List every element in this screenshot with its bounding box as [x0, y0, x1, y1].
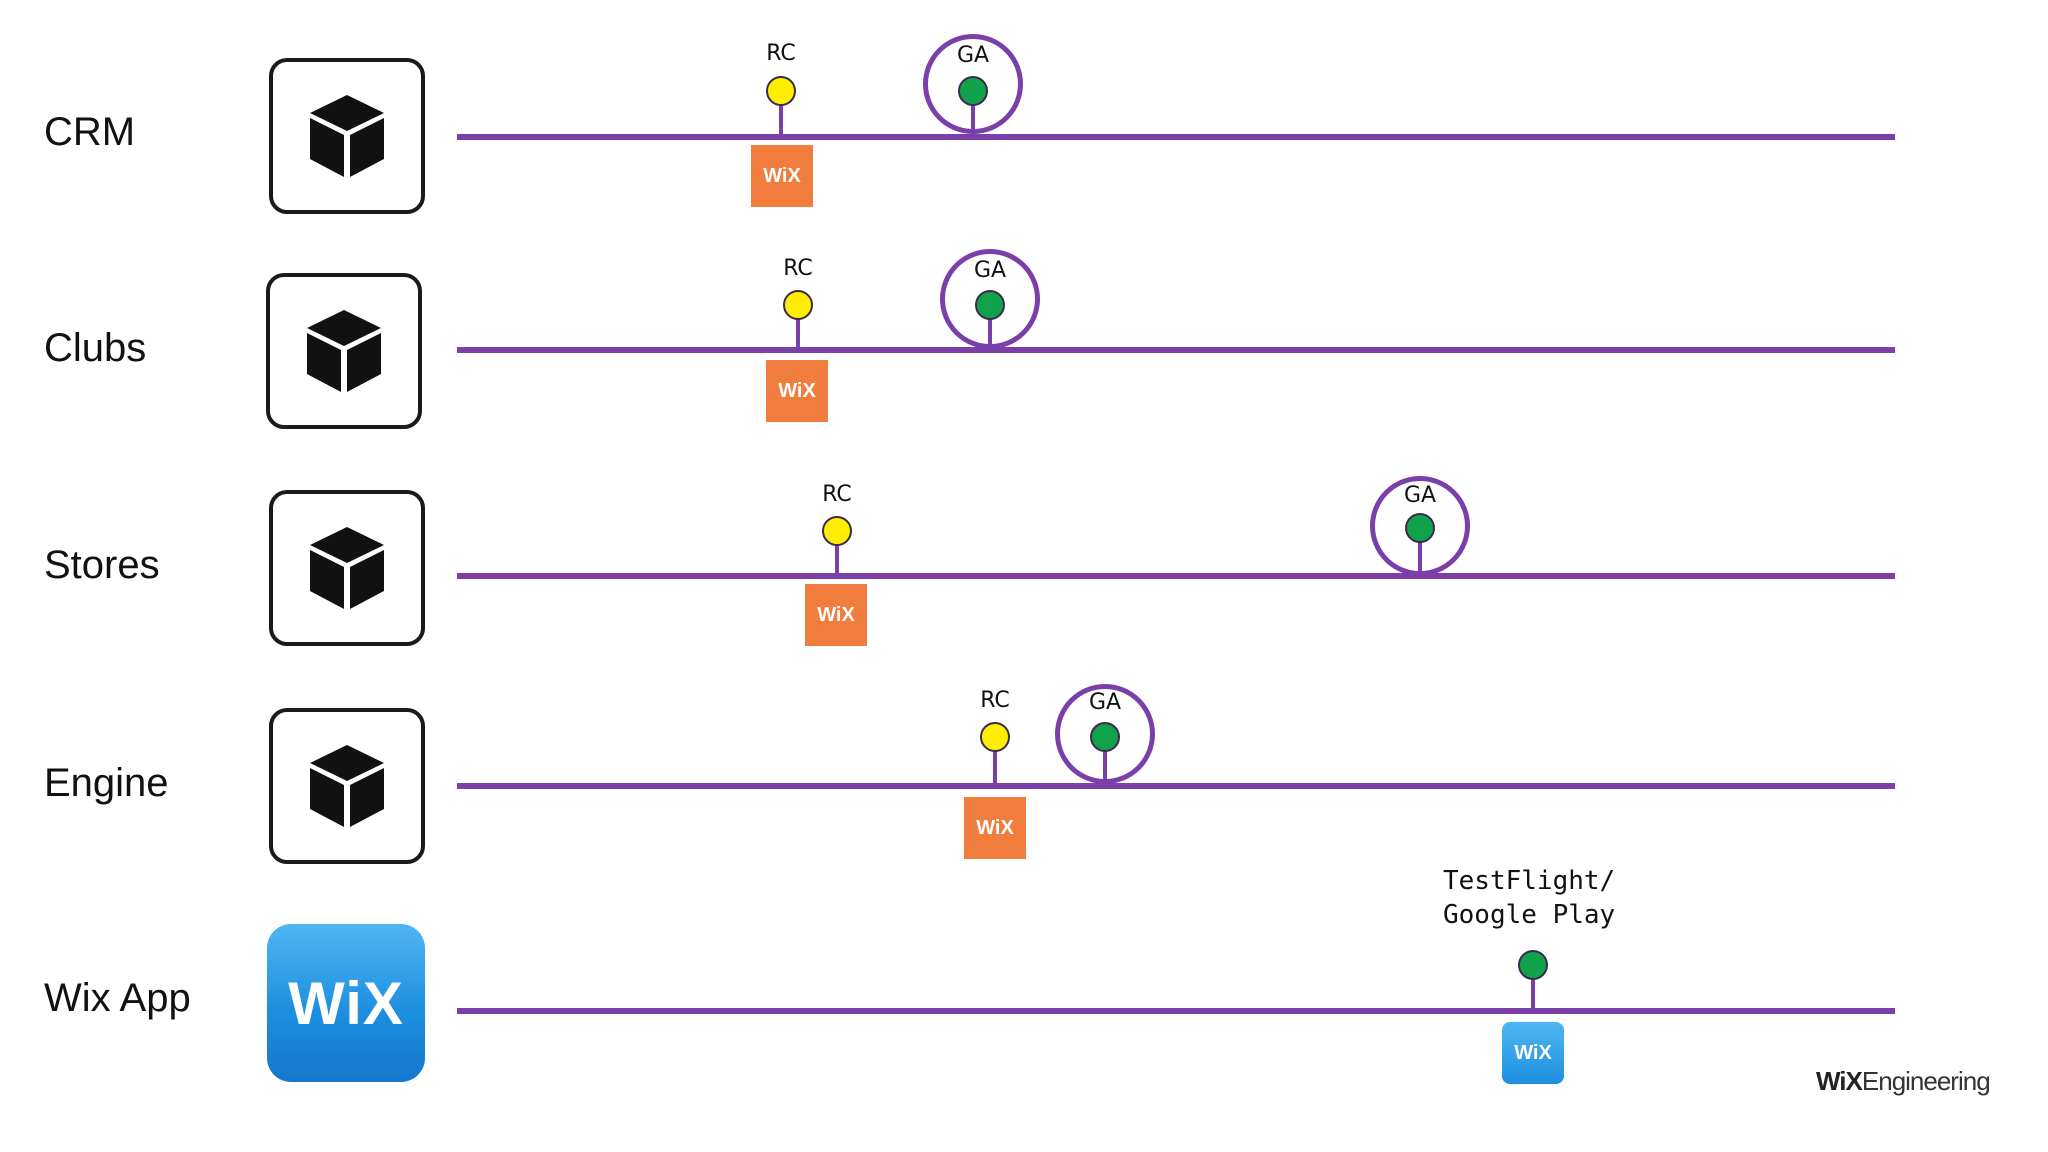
track-label-engine: Engine	[44, 761, 169, 805]
timeline-crm	[457, 134, 1895, 140]
rc-marker-crm	[766, 76, 796, 106]
release-stem-wix-app	[1531, 966, 1535, 1010]
timeline-stores	[457, 573, 1895, 579]
wix-badge-crm: WiX	[751, 145, 813, 207]
rc-label-stores: RC	[822, 482, 852, 507]
timeline-engine	[457, 783, 1895, 789]
rc-marker-stores	[822, 516, 852, 546]
release-channel-line-2: Google Play	[1443, 900, 1616, 930]
rc-stem-clubs	[796, 306, 800, 349]
package-cube-icon	[266, 273, 422, 429]
ga-label-engine: GA	[1088, 690, 1122, 715]
wix-badge-clubs: WiX	[766, 360, 828, 422]
wix-app-icon: WiX	[267, 924, 425, 1082]
timeline-wix-app	[457, 1008, 1895, 1014]
track-label-stores: Stores	[44, 543, 160, 587]
wix-badge-wix-app: WiX	[1502, 1022, 1564, 1084]
release-channel-line-1: TestFlight/	[1443, 866, 1616, 896]
ga-stem-clubs	[988, 306, 992, 349]
track-label-clubs: Clubs	[44, 326, 147, 370]
ga-stem-engine	[1103, 738, 1107, 785]
package-cube-icon	[269, 58, 425, 214]
rc-stem-stores	[835, 532, 839, 575]
rc-stem-crm	[779, 92, 783, 136]
ga-marker-crm	[958, 76, 988, 106]
rc-label-engine: RC	[980, 688, 1010, 713]
footer-brand: WiX	[1816, 1066, 1863, 1096]
package-cube-icon	[269, 490, 425, 646]
ga-stem-crm	[971, 92, 975, 136]
ga-label-clubs: GA	[973, 258, 1007, 283]
ga-marker-stores	[1405, 513, 1435, 543]
ga-marker-clubs	[975, 290, 1005, 320]
release-channel-label: TestFlight/ Google Play	[1443, 864, 1615, 932]
rc-label-clubs: RC	[783, 256, 813, 281]
track-label-crm: CRM	[44, 110, 136, 154]
rc-marker-clubs	[783, 290, 813, 320]
package-cube-icon	[269, 708, 425, 864]
ga-marker-engine	[1090, 722, 1120, 752]
timeline-clubs	[457, 347, 1895, 353]
wix-engineering-logo: WiXEngineering	[1816, 1066, 1991, 1096]
wix-badge-engine: WiX	[964, 797, 1026, 859]
ga-label-stores: GA	[1403, 483, 1437, 508]
wix-badge-stores: WiX	[805, 584, 867, 646]
wix-app-icon-text: WiX	[288, 969, 404, 1037]
rc-stem-engine	[993, 738, 997, 785]
ga-stem-stores	[1418, 530, 1422, 575]
footer-suffix: Engineering	[1861, 1066, 1991, 1096]
rc-marker-engine	[980, 722, 1010, 752]
ga-label-crm: GA	[956, 43, 990, 68]
release-marker-wix-app	[1518, 950, 1548, 980]
track-label-wix-app: Wix App	[44, 976, 191, 1020]
rc-label-crm: RC	[766, 41, 796, 66]
